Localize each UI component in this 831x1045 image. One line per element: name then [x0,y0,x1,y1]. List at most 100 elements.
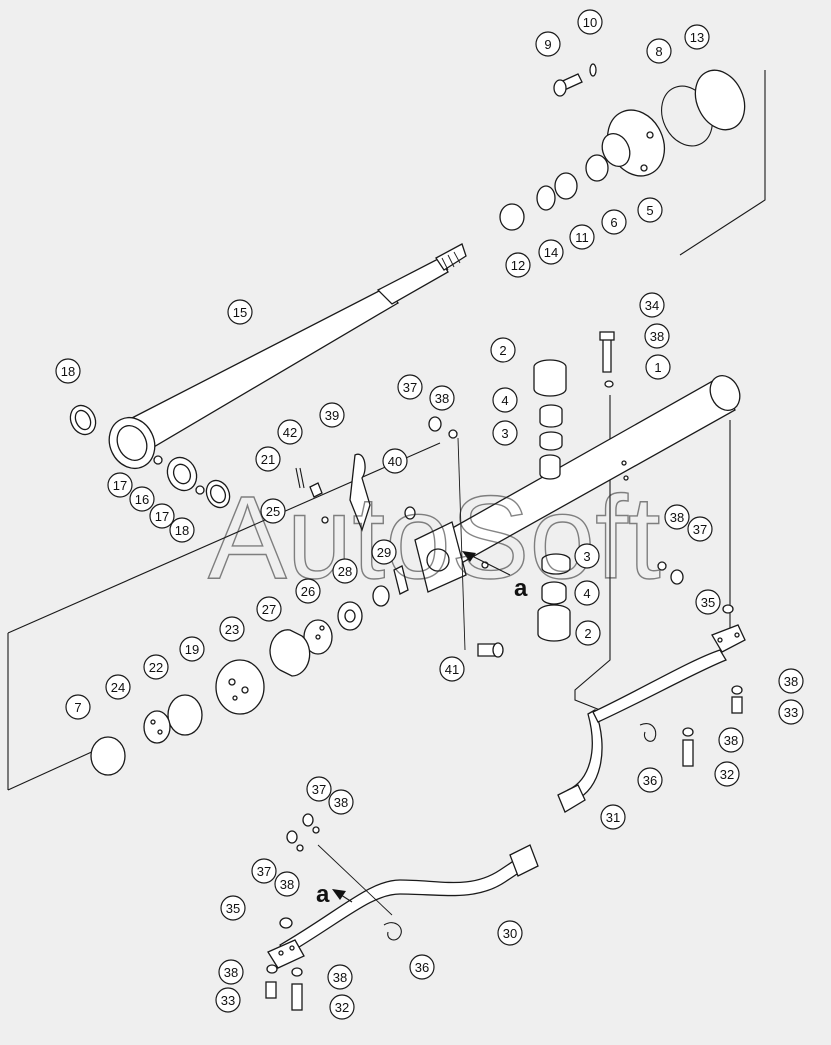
callout-11: 11 [569,224,595,250]
callout-number: 11 [575,230,589,245]
callout-number: 1 [654,360,661,375]
callout-12: 12 [505,252,531,278]
callout-36: 36 [409,954,435,980]
callout-34: 34 [639,292,665,318]
callout-number: 8 [655,44,662,59]
callout-3: 3 [492,420,518,446]
callout-22: 22 [143,654,169,680]
callout-38: 38 [327,964,353,990]
callout-number: 32 [720,767,734,782]
callout-40: 40 [382,448,408,474]
piston-rod [108,243,467,469]
callout-number: 16 [135,492,149,507]
callout-number: 17 [155,509,169,524]
cylinder-tube [414,374,741,593]
callout-number: 37 [312,782,326,797]
callout-number: 29 [377,545,391,560]
callout-39: 39 [319,402,345,428]
callout-19: 19 [179,636,205,662]
callout-number: 38 [724,733,738,748]
callout-number: 42 [283,425,297,440]
callout-13: 13 [684,24,710,50]
callout-37: 37 [687,516,713,542]
callout-number: 35 [226,901,240,916]
callout-38: 38 [218,959,244,985]
callout-number: 38 [650,329,664,344]
callout-32: 32 [329,994,355,1020]
callout-number: 39 [325,408,339,423]
callout-number: 37 [403,380,417,395]
callout-number: 33 [221,993,235,1008]
callout-number: 33 [784,705,798,720]
callout-number: 25 [266,504,280,519]
callout-38: 38 [328,789,354,815]
callout-number: 28 [338,564,352,579]
callout-6: 6 [601,209,627,235]
callout-number: 24 [111,680,125,695]
group-bracket-lines [7,70,766,791]
callout-number: 5 [646,203,653,218]
callout-2: 2 [575,620,601,646]
callout-number: 6 [610,215,617,230]
callout-17: 17 [149,503,175,529]
callout-number: 23 [225,622,239,637]
callout-number: 4 [583,586,590,601]
callout-2: 2 [490,337,516,363]
hydraulic-pipe-30 [265,813,539,1011]
callout-10: 10 [577,9,603,35]
callout-8: 8 [646,38,672,64]
callout-23: 23 [219,616,245,642]
callout-number: 38 [334,795,348,810]
callout-number: 38 [670,510,684,525]
callout-33: 33 [215,987,241,1013]
callout-18: 18 [55,358,81,384]
callout-15: 15 [227,299,253,325]
callout-number: 4 [501,393,508,408]
callout-number: 35 [701,595,715,610]
callout-number: 13 [690,30,704,45]
callout-25: 25 [260,498,286,524]
piston-assembly [90,601,363,776]
callout-number: 38 [333,970,347,985]
callout-number: 3 [583,549,590,564]
callout-number: 27 [262,602,276,617]
callout-4: 4 [574,580,600,606]
callout-number: 10 [583,15,597,30]
callout-number: 36 [643,773,657,788]
callout-number: 14 [544,245,558,260]
callout-33: 33 [778,699,804,725]
trunnion-bushings [533,359,571,642]
callout-number: 26 [301,584,315,599]
callout-number: 37 [693,522,707,537]
callout-number: 18 [61,364,75,379]
callout-7: 7 [65,694,91,720]
view-label-a-top: a [514,575,528,602]
callout-number: 31 [606,810,620,825]
callout-27: 27 [256,596,282,622]
callout-26: 26 [295,578,321,604]
callout-number: 32 [335,1000,349,1015]
callout-number: 18 [175,523,189,538]
lock-plate-group [295,453,416,607]
callout-35: 35 [695,589,721,615]
callout-number: 3 [501,426,508,441]
callout-9: 9 [535,31,561,57]
callout-number: 38 [280,877,294,892]
callout-17: 17 [107,472,133,498]
callout-36: 36 [637,767,663,793]
callout-14: 14 [538,239,564,265]
callout-38: 38 [644,323,670,349]
view-arrow-a-top: a [462,551,528,602]
callout-number: 36 [415,960,429,975]
callout-number: 19 [185,642,199,657]
callout-number: 15 [233,305,247,320]
callout-1: 1 [645,354,671,380]
callout-number: 2 [584,626,591,641]
callout-38: 38 [718,727,744,753]
callout-number: 21 [261,452,275,467]
view-arrow-a-bottom: a [316,881,353,908]
fasteners [428,331,734,658]
callout-number: 34 [645,298,659,313]
callout-29: 29 [371,539,397,565]
